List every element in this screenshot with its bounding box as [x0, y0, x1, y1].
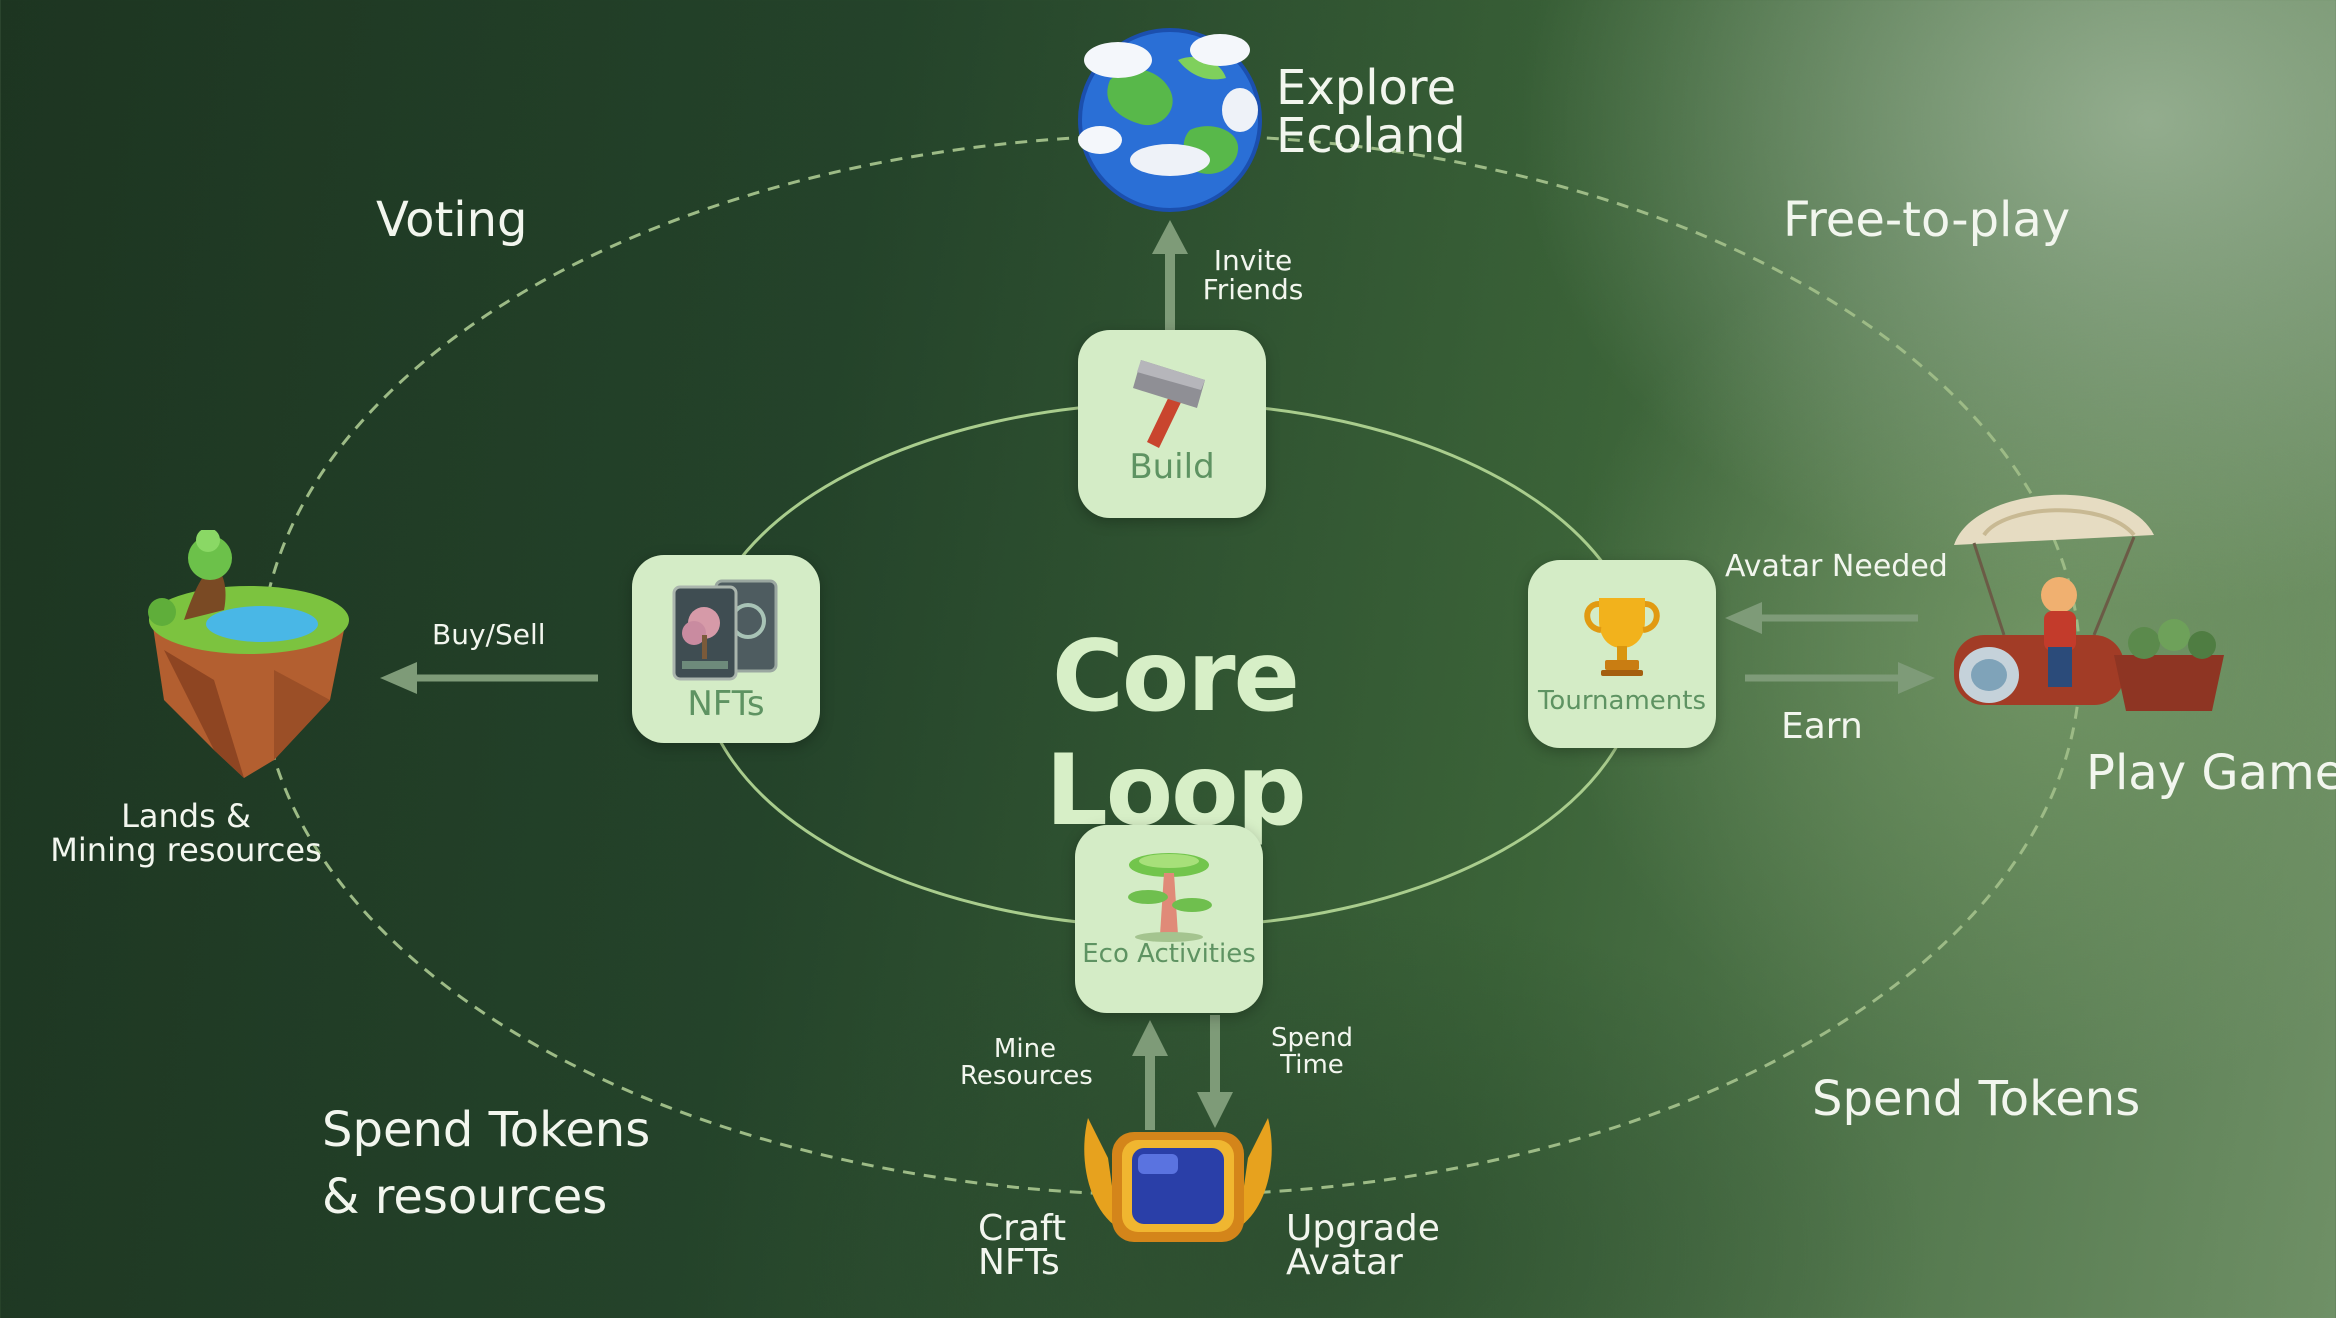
- spend-time-label: Spend Time: [1262, 1023, 1362, 1081]
- floating-island-icon: [148, 530, 349, 778]
- tournaments-label: Tournaments: [1537, 686, 1707, 716]
- trophy-icon: [1584, 598, 1660, 676]
- free-to-play-label: Free-to-play: [1783, 192, 2071, 248]
- invite-line2: Friends: [1202, 273, 1304, 307]
- balloon-vehicle-icon: [1954, 494, 2224, 711]
- explore-line2: Ecoland: [1276, 108, 1466, 164]
- arrow-buy-sell-head: [380, 662, 417, 694]
- mine-line1: Mine: [993, 1034, 1057, 1064]
- upgrade-line2: Avatar: [1286, 1242, 1403, 1284]
- lands-line1: Lands &: [121, 797, 251, 835]
- spend-tokens-resources-line1: Spend Tokens: [322, 1102, 651, 1158]
- earn-label: Earn: [1781, 706, 1863, 747]
- voting-label: Voting: [376, 192, 528, 248]
- globe-icon: [1078, 28, 1262, 212]
- arrow-mine-resources-head: [1132, 1020, 1168, 1056]
- nfts-label: NFTs: [687, 684, 765, 724]
- explore-line1: Explore: [1276, 60, 1457, 116]
- eco-activities-card[interactable]: Eco Activities: [1075, 825, 1263, 1013]
- arrow-spend-time-head: [1197, 1092, 1233, 1128]
- avatar-frame-icon: [1084, 1118, 1272, 1242]
- lands-mining-label: Lands & Mining resources: [36, 797, 336, 869]
- mine-resources-label: Mine Resources: [960, 1034, 1093, 1092]
- avatar-needed-label: Avatar Needed: [1725, 549, 1948, 584]
- invite-friends-label: Invite Friends: [1198, 246, 1308, 305]
- invite-line1: Invite: [1213, 244, 1293, 277]
- play-games-label: Play Games: [2086, 745, 2336, 801]
- eco-line2: Activities: [1137, 939, 1256, 969]
- eco-activities-label: Eco Activities: [1075, 939, 1263, 969]
- craft-nfts-label: Craft NFTs: [978, 1208, 1067, 1284]
- arrow-avatar-needed-head: [1725, 602, 1762, 634]
- build-card[interactable]: Build: [1078, 330, 1266, 518]
- spend-time-line2: Time: [1280, 1050, 1344, 1081]
- buy-sell-label: Buy/Sell: [432, 618, 546, 651]
- eco-line1: Eco: [1082, 939, 1129, 969]
- upgrade-avatar-label: Upgrade Avatar: [1286, 1208, 1440, 1284]
- nfts-card[interactable]: NFTs: [632, 555, 820, 743]
- spend-time-line1: Spend: [1271, 1023, 1353, 1053]
- spend-tokens-label: Spend Tokens: [1812, 1071, 2141, 1127]
- mine-line2: Resources: [960, 1061, 1093, 1092]
- build-label: Build: [1129, 447, 1215, 487]
- tournaments-card[interactable]: Tournaments: [1528, 560, 1716, 748]
- craft-line1: Craft: [978, 1208, 1067, 1249]
- craft-line2: NFTs: [978, 1242, 1060, 1284]
- hammer-icon: [1133, 360, 1205, 448]
- core-loop-title: Core Loop: [1045, 620, 1306, 848]
- spend-tokens-resources-line2: & resources: [322, 1169, 608, 1226]
- nft-cards-icon: [672, 579, 778, 681]
- lands-line2: Mining resources: [50, 830, 322, 869]
- explore-ecoland-label: Explore Ecoland: [1276, 64, 1466, 160]
- arrow-earn-head: [1898, 662, 1935, 694]
- tree-icon: [1128, 853, 1212, 942]
- arrow-invite-friends-head: [1152, 220, 1188, 254]
- upgrade-line1: Upgrade: [1286, 1208, 1440, 1249]
- spend-tokens-resources-label: Spend Tokens & resources: [322, 1097, 650, 1231]
